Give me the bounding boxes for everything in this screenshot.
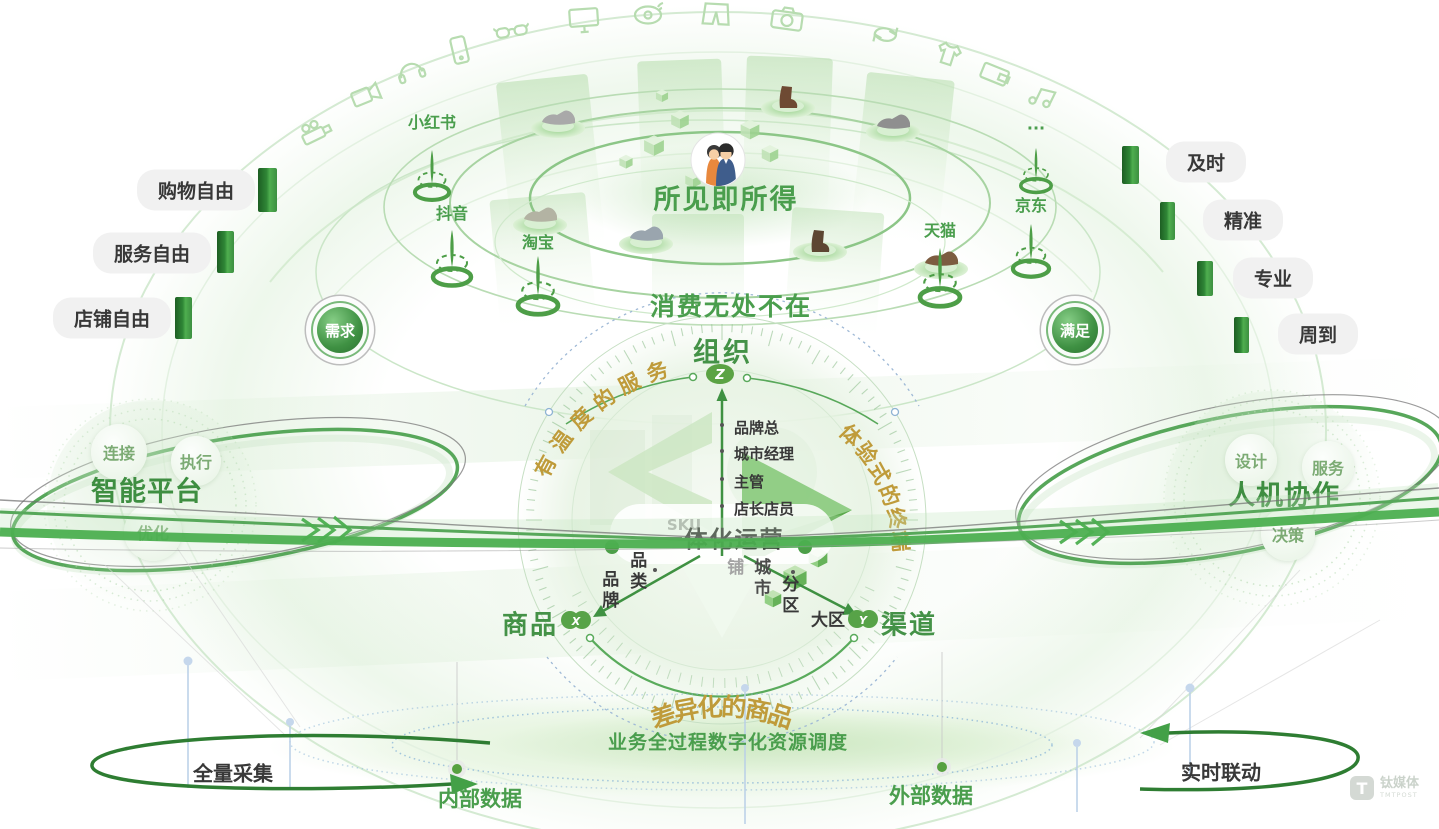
svg-text:Y: Y [859,614,868,627]
pill-professional: 专业 [1232,257,1314,299]
pin-xiaohongshu [415,150,449,200]
pill-service-freedom: 服务自由 [92,232,212,274]
y-level-region: 大区 [811,610,845,631]
consumer-avatar [690,132,746,188]
bubble-decision: 决策 [1261,507,1315,561]
camera-icon [768,2,806,38]
pill-precise: 精准 [1202,199,1284,241]
consumer-headline: 所见即所得 [653,184,799,216]
headphones-icon [392,53,430,91]
platform-rings [383,88,1057,326]
bubble-service: 服务 [1302,441,1354,493]
platform-label-douyin: 抖音 [435,204,469,223]
shorts-icon [699,0,733,33]
band-dot-right [798,540,812,554]
realtime-sync-label: 实时联动 [1181,760,1261,785]
pin-douyin [433,230,471,286]
channel-title: 渠道 [880,610,938,641]
goods-title: 商品 [501,610,559,641]
satisfy-node: 满足 [1052,307,1098,353]
bar-left-3 [175,297,192,339]
refresh-icon [866,18,904,55]
x-axis-badge: X [561,611,591,629]
x-level-brand: 品牌 [602,570,620,612]
platform-label-more: ... [1026,114,1046,134]
watermark-logo: T [1350,776,1374,800]
pill-thoughtful: 周到 [1277,313,1359,355]
z-level-supervisor: 主管 [734,473,765,491]
consumer-tagline: 消费无处不在 [649,292,813,321]
collect-arrow [90,733,491,794]
y-level-city: 城市 [754,558,772,600]
bar-right-1 [1122,146,1139,184]
bubble-optimize: 优化 [124,503,182,561]
z-level-city-manager: 城市经理 [734,445,795,463]
band-dot-left [605,540,619,554]
platform-label-taobao: 淘宝 [521,233,555,252]
live-stream-icon [632,0,668,31]
y-axis-badge: Y [848,610,878,628]
platform-label-jd: 京东 [1014,196,1048,215]
music-note-icon [1022,79,1060,118]
bar-left-1 [258,168,277,212]
t-shirt-icon [929,37,967,75]
bar-left-2 [217,231,234,273]
watermark: T 钛媒体 TMTPOST [1350,776,1419,800]
bar-right-3 [1197,261,1213,296]
z-level-store-staff: 店长店员 [734,500,795,518]
film-projector-icon [295,112,339,154]
svg-text:Z: Z [714,368,725,383]
bubble-design: 设计 [1225,434,1277,486]
bar-right-2 [1160,202,1175,240]
external-data-label: 外部数据 [889,784,973,808]
arrow-down [676,556,768,638]
pill-store-freedom: 店铺自由 [52,297,172,339]
guide-arcs [524,292,920,743]
smart-platform-title: 智能平台 [91,476,203,508]
smartphone-icon [443,32,478,71]
z-level-brand-gm: 品牌总 [734,419,780,437]
y-level-store: 铺 [727,558,745,578]
internal-data-label: 内部数据 [438,787,522,811]
watermark-sub: TMTPOST [1380,791,1418,800]
monitor-icon [566,5,602,39]
full-collection-label: 全量采集 [193,761,273,786]
center-operations-label: 一体化运营 [659,527,785,553]
bubble-execute: 执行 [171,436,221,486]
org-title: 组织 [693,337,753,369]
axes: Z X Y [561,364,878,629]
wallet-icon [975,57,1015,95]
z-axis-badge [706,364,734,384]
watermark-brand: 钛媒体 [1380,776,1420,792]
svg-text:X: X [571,615,581,628]
sync-arrow [1139,723,1360,792]
video-camera-icon [347,77,388,117]
bubble-connect: 连接 [91,424,147,480]
platform-label-tmall: 天猫 [923,221,957,240]
scheduler-title: 业务全过程数字化资源调度 [607,731,849,754]
glasses-icon [492,18,531,47]
bar-right-4 [1234,317,1249,353]
hmc-title: 人机协作 [1228,480,1340,512]
x-level-category: 品类 [630,551,648,593]
platform-label-xiaohongshu: 小红书 [407,113,457,132]
pill-shopping-freedom: 购物自由 [136,169,256,211]
y-level-district: 分区 [782,575,800,617]
pill-timely: 及时 [1165,141,1247,183]
pin-jd [1013,224,1049,277]
demand-node: 需求 [317,307,363,353]
